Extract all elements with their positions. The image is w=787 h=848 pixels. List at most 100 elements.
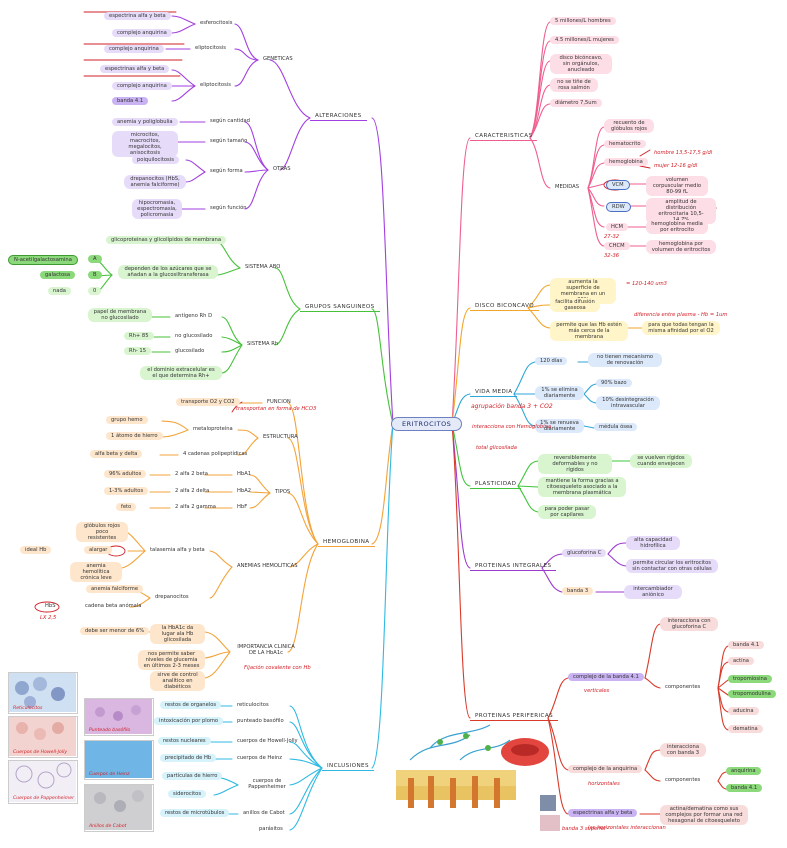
node-espectrina-1[interactable]: espectrina alfa y beta: [104, 12, 171, 20]
node-precipitado-hb[interactable]: precipitado de Hb: [160, 754, 217, 762]
node-glucoforina-c[interactable]: glucoforina C: [562, 549, 607, 557]
node-funcion[interactable]: FUNCION: [267, 399, 291, 405]
node-intercambiador[interactable]: intercambiador aniónico: [624, 585, 682, 599]
node-grupo-b[interactable]: B: [88, 271, 102, 279]
node-anq-anquirina[interactable]: anquirina: [726, 767, 761, 775]
node-hcm[interactable]: HCM: [606, 223, 628, 231]
node-circular-sin-contactar[interactable]: permite circular los eritrocitos sin con…: [626, 559, 718, 573]
node-espectrinas-2[interactable]: espectrinas alfa y beta: [100, 65, 170, 73]
node-se-renueva[interactable]: 1% se renueva diariamente: [535, 419, 584, 433]
node-control-diabeticos[interactable]: sirve de control analítico en diabéticos: [150, 671, 205, 691]
node-120-dias[interactable]: 120 días: [535, 357, 568, 365]
node-medula-osea[interactable]: médula ósea: [594, 423, 638, 431]
node-rh-pos[interactable]: Rh+ 85: [124, 332, 154, 340]
node-componentes-anq[interactable]: componentes: [665, 777, 701, 783]
node-howell-jolly[interactable]: cuerpos de Howell-Jolly: [237, 738, 298, 744]
node-importancia-clinica[interactable]: IMPORTANCIA CLINICA DE LA HbA1c: [237, 644, 295, 656]
node-hematocrito[interactable]: hematocrito: [604, 140, 646, 148]
node-chcm-desc[interactable]: hemoglobina por volumen de eritrocitos: [646, 240, 716, 254]
node-restos-microtubulos[interactable]: restos de microtúbulos: [160, 809, 230, 817]
node-comp-dematina[interactable]: dematina: [728, 725, 763, 733]
node-segun-funcion[interactable]: según función: [210, 205, 247, 211]
node-tipo3-name[interactable]: HbF: [237, 504, 248, 510]
node-cadenas[interactable]: 4 cadenas polipeptídicas: [183, 451, 248, 457]
node-rigidos-envejecen[interactable]: se vuelven rígidos cuando envejecen: [630, 454, 692, 468]
node-esferocitosis[interactable]: esferocitosis: [200, 20, 233, 26]
node-comp-actina[interactable]: actina: [728, 657, 754, 665]
node-rdw[interactable]: RDW: [606, 202, 631, 212]
node-menor-6[interactable]: debe ser menor de 6%: [80, 627, 150, 635]
node-tipo3-pct[interactable]: feto: [116, 503, 137, 511]
node-medidas[interactable]: MEDIDAS: [555, 184, 580, 190]
node-particulas-hierro[interactable]: partículas de hierro: [162, 772, 223, 780]
node-pappenheimer[interactable]: cuerpos de Pappenheimer: [248, 778, 286, 790]
node-ideal-hb[interactable]: ideal Hb: [20, 546, 52, 554]
node-complejo-anquirina-3[interactable]: complejo anquirina: [112, 82, 172, 90]
node-interacciona-banda3[interactable]: interacciona con banda 3: [660, 743, 706, 757]
node-tipo2-pct[interactable]: 1-3% adultos: [104, 487, 149, 495]
node-tipo1-pct[interactable]: 96% adultos: [104, 470, 147, 478]
node-anemia-cronica[interactable]: anemia hemolítica crónica leve: [70, 562, 122, 582]
node-punteado-basofilo[interactable]: punteado basófilo: [237, 718, 284, 724]
node-no-renovacion[interactable]: no tienen mecanismo de renovación: [588, 353, 662, 367]
node-hb-cerca[interactable]: permite que las Hb estén más cerca de la…: [550, 321, 628, 341]
node-capilares[interactable]: para poder pasar por capilares: [538, 505, 596, 519]
node-chcm[interactable]: CHCM: [604, 242, 630, 250]
node-complejo-anquirina[interactable]: complejo de la anquirina: [568, 765, 643, 773]
node-glucemia-meses[interactable]: nos permite saber niveles de glucemia en…: [138, 650, 205, 670]
node-papel-membrana[interactable]: papel de membrana no glucosilado: [88, 308, 152, 322]
node-talasemia[interactable]: talasemia alfa y beta: [150, 547, 205, 553]
node-tipo1-chains[interactable]: 2 alfa 2 beta: [175, 471, 208, 477]
node-intox-plomo[interactable]: intoxicación por plomo: [154, 717, 224, 725]
node-banda-41-alt[interactable]: banda 4.1: [112, 97, 149, 105]
node-hipocromasia[interactable]: hipocromasia, espectromasia, policromasi…: [132, 199, 182, 219]
node-parasitos[interactable]: parásitos: [259, 826, 283, 832]
node-deformables[interactable]: reversiblemente deformables y no rígidos: [538, 454, 612, 474]
node-n-acetilgalactosamina[interactable]: N-acetilgalactosamina: [8, 255, 78, 265]
node-alfa-beta-delta[interactable]: alfa beta y delta: [90, 450, 143, 458]
node-globulos-resistentes[interactable]: glóbulos rojos poco resistentes: [76, 522, 128, 542]
node-tipos[interactable]: TIPOS: [275, 489, 291, 495]
node-glucosilado[interactable]: glucosilado: [175, 348, 205, 354]
node-comp-tropomodulina[interactable]: tropomodulina: [728, 690, 776, 698]
node-segun-tamano[interactable]: según tamaño: [210, 138, 248, 144]
node-geneticas[interactable]: GENETICAS: [263, 56, 293, 62]
node-siderocitos[interactable]: siderocitos: [168, 790, 207, 798]
node-antigeno-rhd[interactable]: antígeno Rh D: [175, 313, 213, 319]
node-hemoglobina[interactable]: HEMOGLOBINA: [318, 538, 375, 547]
node-no-glucosilado[interactable]: no glucosilado: [175, 333, 213, 339]
node-complejo-banda-41[interactable]: complejo de la banda 4.1: [568, 673, 644, 681]
node-90-bazo[interactable]: 90% bazo: [596, 379, 632, 387]
node-restos-organelos[interactable]: restos de organelos: [160, 701, 222, 709]
node-glicoproteinas[interactable]: glicoproteinas y glicolípidos de membran…: [106, 236, 227, 244]
node-comp-tropomiosina[interactable]: tropomiosina: [728, 675, 772, 683]
node-vida-media[interactable]: VIDA MEDIA: [470, 388, 518, 397]
node-estructura[interactable]: ESTRUCTURA: [263, 434, 298, 440]
node-reticulocitos[interactable]: reticulocitos: [237, 702, 269, 708]
node-vcm-desc[interactable]: volumen corpuscular medio 80-99 fL: [646, 176, 708, 196]
node-dependen-azucares[interactable]: dependen de los azúcares que se añadan a…: [118, 265, 218, 279]
node-recuento[interactable]: recuento de glóbulos rojos: [604, 119, 654, 133]
node-se-elimina[interactable]: 1% se elimina diariamente: [535, 386, 584, 400]
node-espectrinas[interactable]: espectrinas alfa y beta: [568, 809, 638, 817]
node-alteraciones[interactable]: ALTERACIONES: [310, 112, 367, 121]
node-cadena-beta[interactable]: cadena beta anómala: [85, 603, 142, 609]
node-complejo-anquirina-1[interactable]: complejo anquirina: [112, 29, 172, 37]
node-grupo-0[interactable]: 0: [88, 287, 102, 295]
node-interacciona-glucoforina[interactable]: interacciona con glucoforina C: [660, 617, 718, 631]
node-red-hexagonal[interactable]: actina/dematina como sus complejos por f…: [660, 805, 748, 825]
node-millones-hombres[interactable]: 5 millones/L hombres: [550, 17, 616, 25]
node-difusion-gaseosa[interactable]: facilita difusión gaseosa: [550, 298, 600, 312]
node-hcm-desc[interactable]: hemoglobina media por eritrocito: [646, 220, 708, 234]
node-hba1c[interactable]: la HbA1c da lugar ala Hb glicosilada: [150, 624, 205, 644]
node-vcm[interactable]: VCM: [606, 180, 630, 190]
node-sistema-abo[interactable]: SISTEMA ABO: [245, 264, 281, 270]
node-tipo2-chains[interactable]: 2 alfa 2 delta: [175, 488, 210, 494]
node-metaloproteina[interactable]: metaloproteína: [193, 426, 233, 432]
node-drepanocitos-alt[interactable]: drepanocitos (HbS, anemia falciforme): [124, 175, 186, 189]
node-hbs[interactable]: HbS: [45, 603, 56, 609]
node-banda-3[interactable]: banda 3: [562, 587, 594, 595]
node-diametro[interactable]: diámetro 7,5um: [550, 99, 602, 107]
node-tipo3-chains[interactable]: 2 alfa 2 gamma: [175, 504, 216, 510]
node-disco-anucleado[interactable]: disco bicóncavo, sin orgánulos, anuclead…: [550, 54, 612, 74]
